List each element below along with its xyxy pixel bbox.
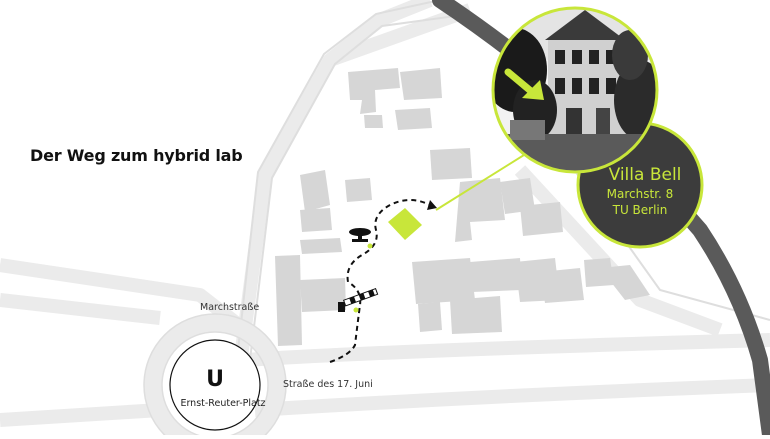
route-waypoint — [367, 243, 373, 249]
map-title: Der Weg zum hybrid lab — [30, 146, 243, 165]
venue-name: Villa Bell — [608, 165, 682, 185]
route-waypoint — [353, 307, 359, 313]
road-network — [0, 0, 770, 427]
sculpture-icon — [349, 228, 371, 242]
ubahn-icon: U — [206, 367, 224, 392]
callout-connector — [435, 149, 533, 211]
building-marker-icon[interactable] — [388, 208, 422, 240]
route-arrowhead-icon — [427, 200, 437, 210]
roundabout — [143, 313, 287, 439]
street-label-strasse-des-17-juni: Straße des 17. Juni — [283, 379, 373, 390]
venue-address: Marchstr. 8 — [606, 187, 674, 201]
walking-route — [329, 199, 431, 363]
venue-institution: TU Berlin — [612, 203, 668, 217]
ubahn-station-circle[interactable] — [169, 339, 261, 431]
street-label-marchstrasse: Marchstraße — [200, 302, 260, 313]
station-name: Ernst-Reuter-Platz — [180, 398, 266, 409]
barrier-gate-icon — [338, 287, 379, 312]
buildings — [275, 68, 650, 346]
arrow-icon — [504, 68, 544, 100]
